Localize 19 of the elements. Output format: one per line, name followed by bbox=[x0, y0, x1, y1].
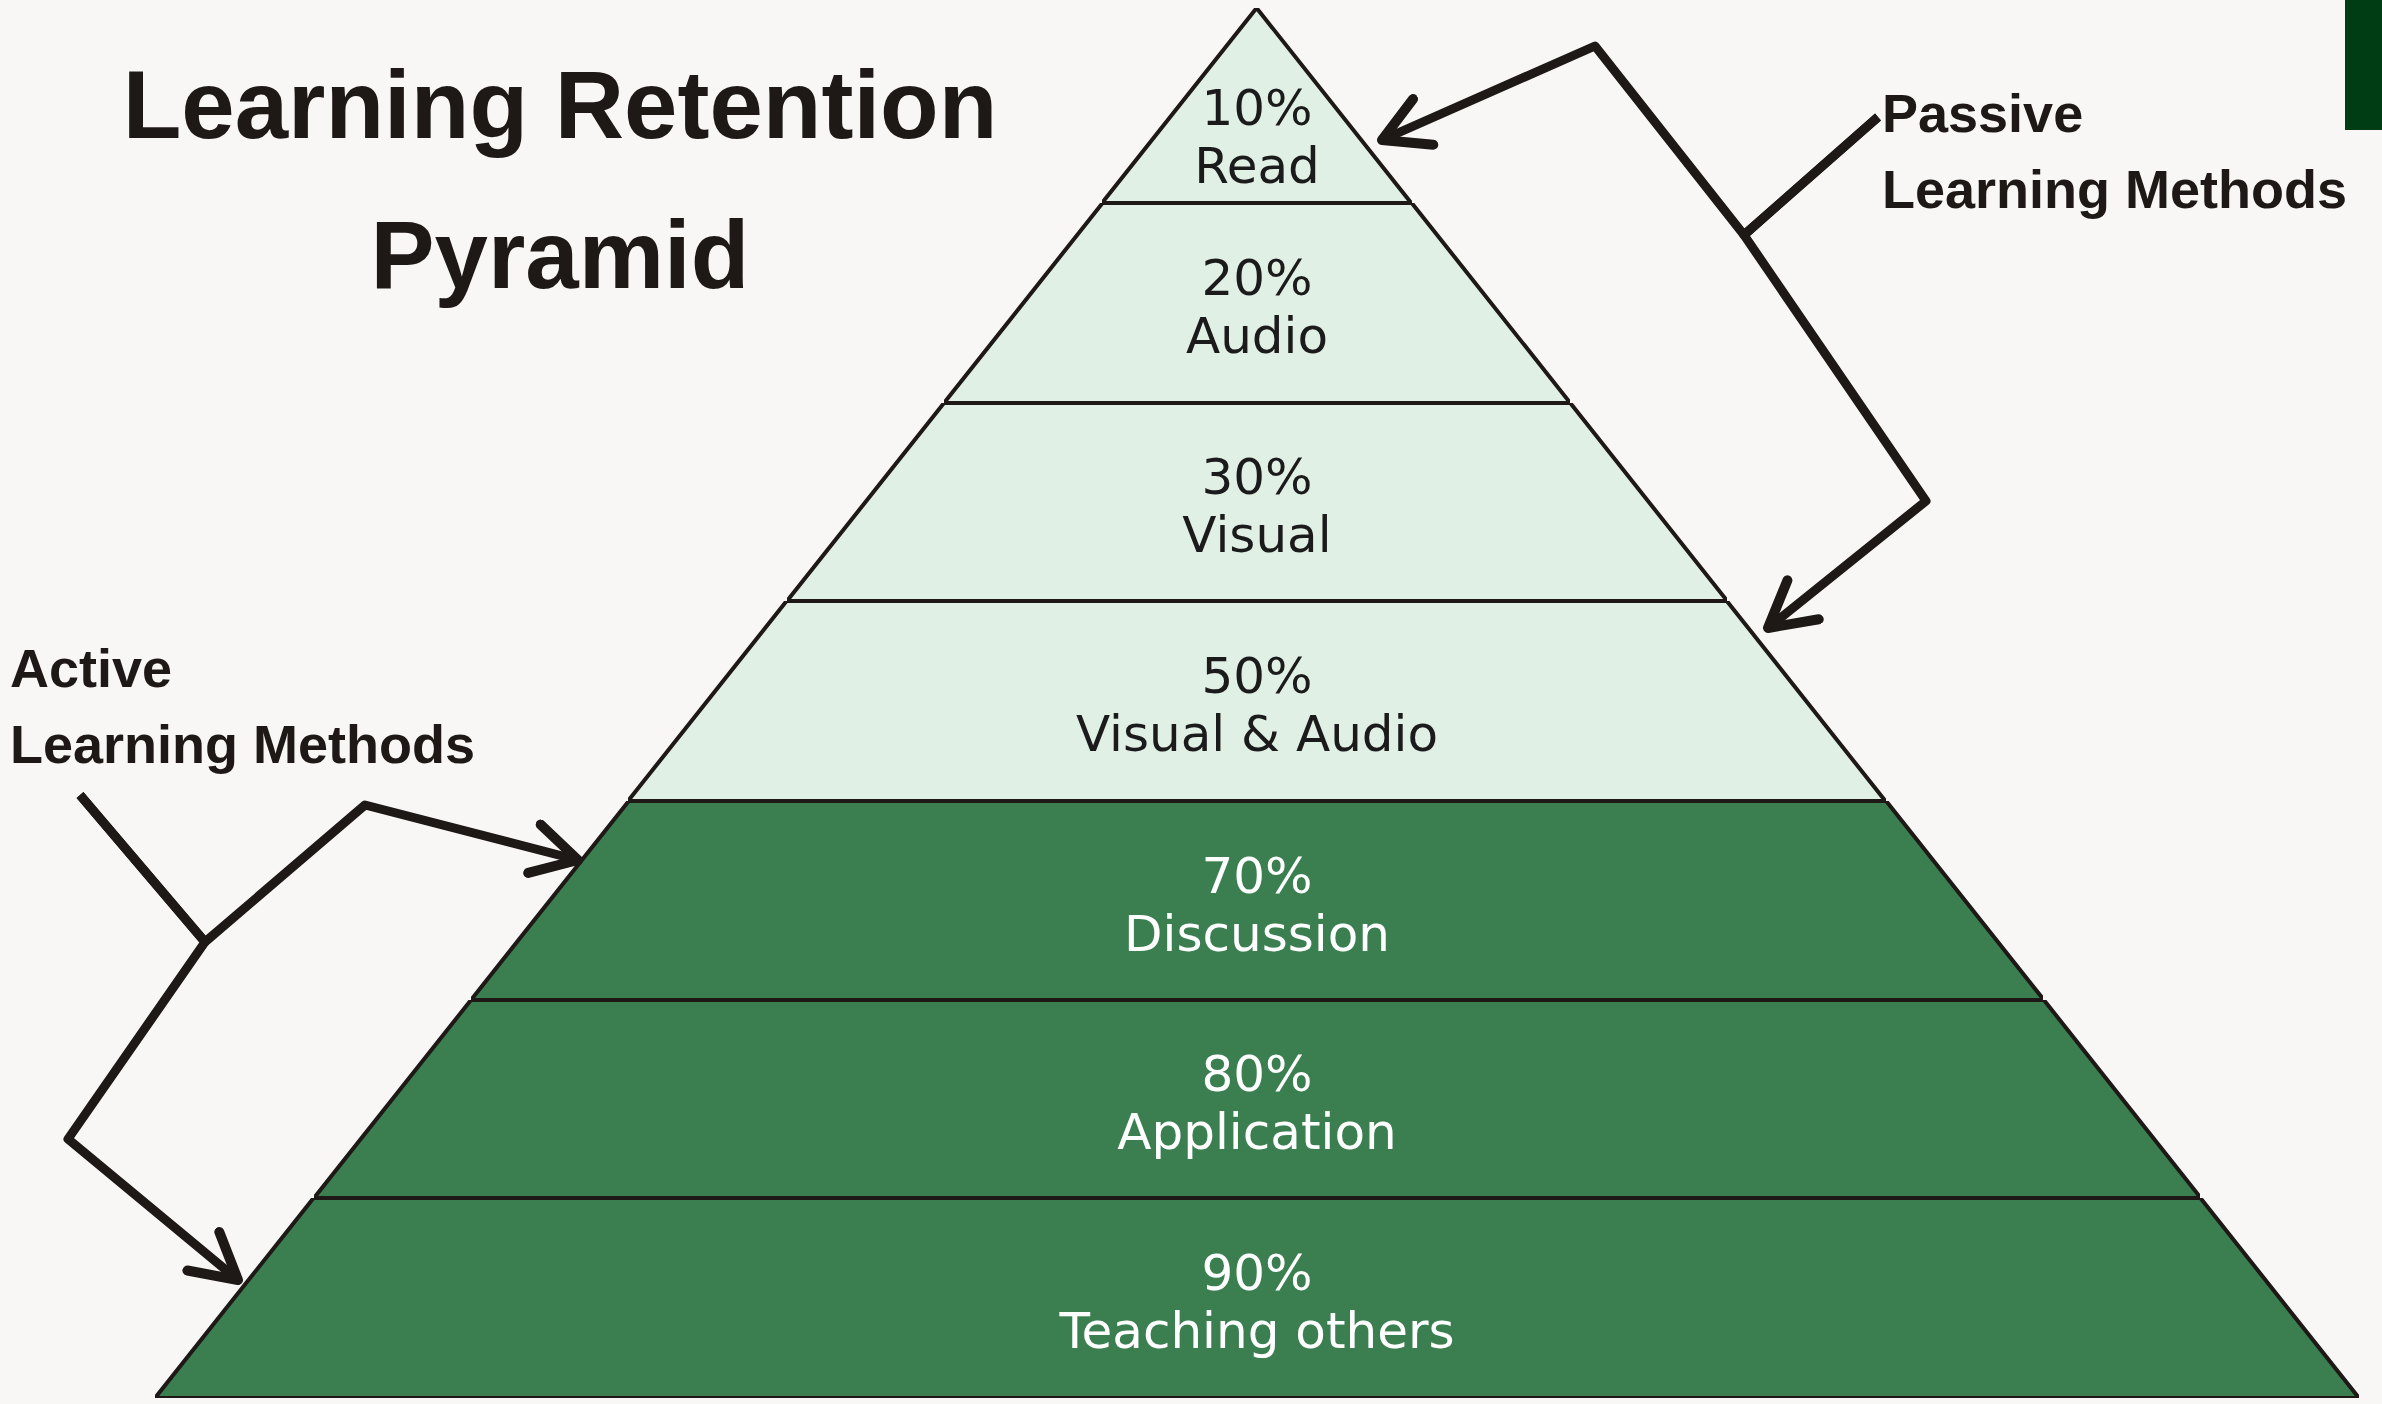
side-label: Passive Learning Methods bbox=[1882, 75, 2382, 227]
percentage-text: 20% bbox=[1201, 249, 1313, 307]
tier-label: Read bbox=[1194, 137, 1320, 195]
tier-label: Audio bbox=[1185, 307, 1329, 365]
tier-label: Visual bbox=[1182, 506, 1332, 564]
percentage-text: 30% bbox=[1201, 448, 1313, 506]
title: Learning Retention Pyramid bbox=[121, 50, 999, 310]
tier-label: Teaching others bbox=[1059, 1302, 1455, 1360]
percentage-text: 10% bbox=[1201, 79, 1313, 137]
percentage-text: 70% bbox=[1201, 846, 1313, 905]
tier-label: Application bbox=[1117, 1103, 1397, 1161]
bracket-arrow bbox=[63, 792, 243, 1285]
tier-label: Visual & Audio bbox=[1075, 705, 1439, 763]
percentage-text: 50% bbox=[1201, 647, 1313, 705]
side-label: Active Learning Methods bbox=[10, 630, 570, 782]
bracket-arrow bbox=[1739, 113, 1931, 633]
percentage-text: 90% bbox=[1201, 1244, 1313, 1302]
percentage-text: 80% bbox=[1201, 1045, 1313, 1103]
tier-label: Discussion bbox=[1124, 904, 1390, 963]
